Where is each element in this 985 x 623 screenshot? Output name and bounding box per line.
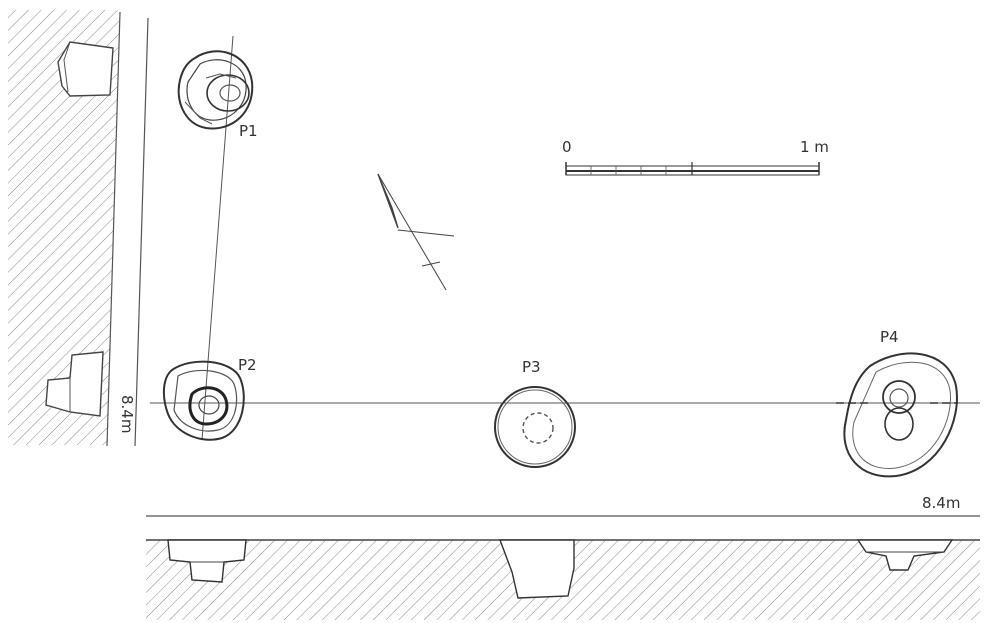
label-p4: P4: [880, 328, 899, 346]
post-hole-p2: [162, 360, 245, 441]
survey-line-vertical: [201, 35, 234, 441]
bottom-section-cut-p2: [167, 539, 247, 583]
bottom-section-cut-p3: [498, 539, 575, 599]
left-hatched-ground: [8, 10, 120, 445]
left-section-post-lower: [45, 351, 104, 417]
scale-bar-end-label: 1 m: [800, 138, 829, 156]
elevation-label-plan: 8.4m: [922, 494, 960, 512]
bottom-section-cut-p4: [856, 539, 954, 571]
scale-bar-start-label: 0: [562, 138, 572, 156]
post-hole-p1: [177, 50, 254, 130]
label-p1: P1: [239, 122, 258, 140]
post-hole-p4: [836, 352, 958, 478]
bottom-section-profile: [146, 515, 980, 620]
scale-bar: 0 1 m: [562, 138, 829, 176]
label-p3: P3: [522, 358, 541, 376]
post-hole-p3: [494, 386, 576, 468]
label-p2: P2: [238, 356, 257, 374]
elevation-label-section: 8.4m: [118, 395, 136, 433]
north-arrow: [377, 173, 455, 291]
left-section-post-upper: [57, 41, 114, 97]
left-section-profile: [8, 10, 149, 447]
